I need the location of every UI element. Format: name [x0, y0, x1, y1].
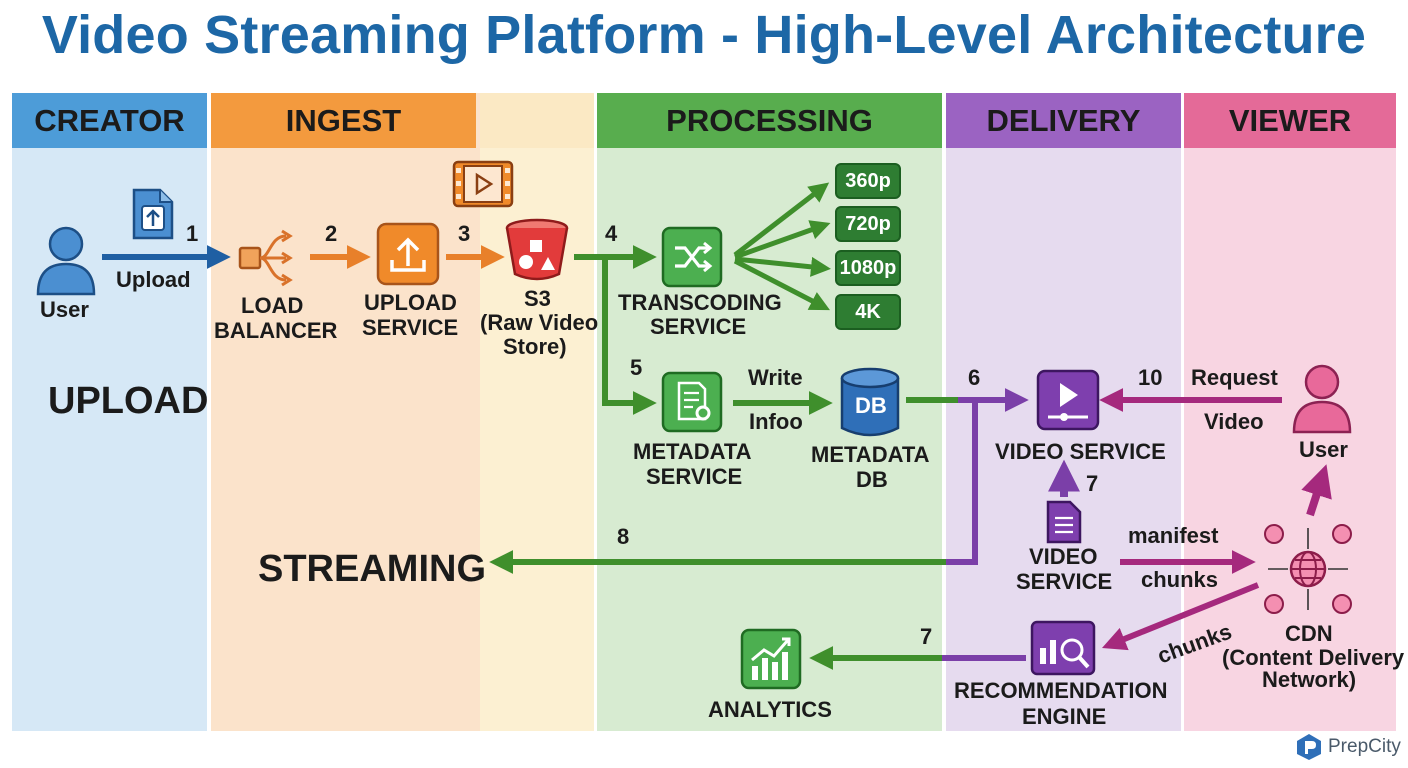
step-5-label: 5 — [630, 355, 643, 380]
write-info-label-1: Write — [748, 365, 803, 390]
cdn-icon — [1264, 524, 1352, 614]
prepcity-logo-icon — [1297, 734, 1321, 760]
upload-arrow-label: Upload — [116, 267, 191, 292]
load-balancer-icon — [238, 229, 293, 287]
cdn-label-1: CDN — [1285, 621, 1333, 646]
resolution-720p-label: 720p — [845, 212, 891, 235]
metadata-db-label-1: METADATA — [811, 442, 930, 467]
resolution-360p-label: 360p — [845, 169, 891, 192]
video-file-icon — [452, 160, 514, 208]
arrow-cdn-to-user — [1301, 464, 1332, 517]
upload-file-icon — [132, 188, 174, 240]
chunks-label: chunks — [1141, 567, 1219, 592]
metadata-service-label-2: SERVICE — [646, 464, 743, 489]
lane-header-ingest: INGEST — [211, 93, 476, 148]
viewer-user-icon — [1292, 364, 1352, 434]
load-balancer-label-2: BALANCER — [214, 318, 338, 343]
viewer-user-label: User — [1299, 437, 1348, 462]
step-10-label: 10 — [1138, 365, 1163, 390]
video-service-doc-icon — [1046, 500, 1082, 544]
step-4-label: 4 — [605, 221, 618, 246]
arrow-cdn-to-recommendation — [1101, 582, 1260, 651]
lane-ingest-extension-header — [480, 93, 594, 148]
upload-service-label-1: UPLOAD — [364, 290, 457, 315]
creator-user-icon — [36, 226, 96, 296]
arrow-step-8-purple — [944, 400, 978, 565]
analytics-icon — [740, 628, 802, 690]
video-service-icon — [1036, 369, 1100, 431]
lane-ingest: INGEST — [211, 93, 594, 731]
step-7-label-top: 7 — [1086, 471, 1099, 496]
cdn-label-2: (Content Delivery — [1222, 645, 1405, 670]
lane-header-ingest-label: INGEST — [285, 102, 402, 138]
lane-viewer: VIEWER — [1184, 93, 1396, 731]
brand-logo-text: PrepCity — [1328, 736, 1401, 757]
s3-label-3: Store) — [503, 334, 567, 359]
resolution-360p: 360p — [835, 163, 901, 199]
step-1-label: 1 — [186, 221, 199, 246]
analytics-label: ANALYTICS — [708, 697, 832, 722]
manifest-label: manifest — [1128, 523, 1219, 548]
step-8-label: 8 — [617, 524, 630, 549]
section-upload: UPLOAD — [48, 380, 209, 422]
resolution-4k-label: 4K — [855, 300, 881, 323]
transcoding-service-label-1: TRANSCODING — [618, 290, 782, 315]
upload-service-icon — [376, 222, 440, 286]
step-6-label: 6 — [968, 365, 981, 390]
arrow-res-1080 — [734, 256, 831, 277]
recommendation-engine-label-1: RECOMMENDATION — [954, 678, 1168, 703]
video-service-label: VIDEO SERVICE — [995, 439, 1166, 464]
lane-header-creator: CREATOR — [12, 93, 207, 148]
request-video-label-2: Video — [1204, 409, 1264, 434]
video-service-doc-label-1: VIDEO — [1029, 544, 1098, 569]
resolution-1080p: 1080p — [835, 250, 901, 286]
brand-logo: PrepCity — [1296, 733, 1401, 761]
resolution-1080p-label: 1080p — [839, 256, 897, 279]
step-2-label: 2 — [325, 221, 338, 246]
step-7-label-bottom: 7 — [920, 624, 933, 649]
resolution-720p: 720p — [835, 206, 901, 242]
request-video-label-1: Request — [1191, 365, 1278, 390]
metadata-service-label-1: METADATA — [633, 439, 752, 464]
write-info-label-2: Infoo — [749, 409, 803, 434]
video-service-doc-label-2: SERVICE — [1016, 569, 1113, 594]
s3-label-1: S3 — [524, 286, 551, 311]
cdn-label-3: Network) — [1262, 667, 1357, 692]
lane-header-viewer: VIEWER — [1184, 93, 1396, 148]
step-3-label: 3 — [458, 221, 471, 246]
resolution-4k: 4K — [835, 294, 901, 330]
recommendation-engine-label-2: ENGINE — [1022, 704, 1107, 729]
transcoding-service-icon — [661, 226, 723, 288]
metadata-service-icon — [661, 371, 723, 433]
creator-user-label: User — [40, 297, 89, 322]
arrow-res-360 — [733, 182, 830, 257]
s3-bucket-icon — [505, 218, 569, 281]
page-title: Video Streaming Platform - High-Level Ar… — [41, 5, 1367, 65]
metadata-db-label-2: DB — [856, 467, 888, 492]
recommendation-engine-icon — [1030, 620, 1096, 676]
lane-header-processing: PROCESSING — [597, 93, 942, 148]
db-icon-label: DB — [855, 393, 887, 418]
metadata-db-icon — [840, 367, 900, 437]
lane-header-delivery: DELIVERY — [946, 93, 1181, 148]
arrow-res-4k — [733, 258, 830, 311]
lane-creator: CREATOR — [12, 93, 207, 731]
transcoding-service-label-2: SERVICE — [650, 314, 747, 339]
s3-label-2: (Raw Video — [480, 310, 599, 335]
section-streaming: STREAMING — [258, 548, 486, 590]
upload-service-label-2: SERVICE — [362, 315, 459, 340]
arrow-step-5 — [602, 257, 657, 415]
load-balancer-label-1: LOAD — [241, 293, 304, 318]
arrow-res-720 — [734, 220, 831, 260]
